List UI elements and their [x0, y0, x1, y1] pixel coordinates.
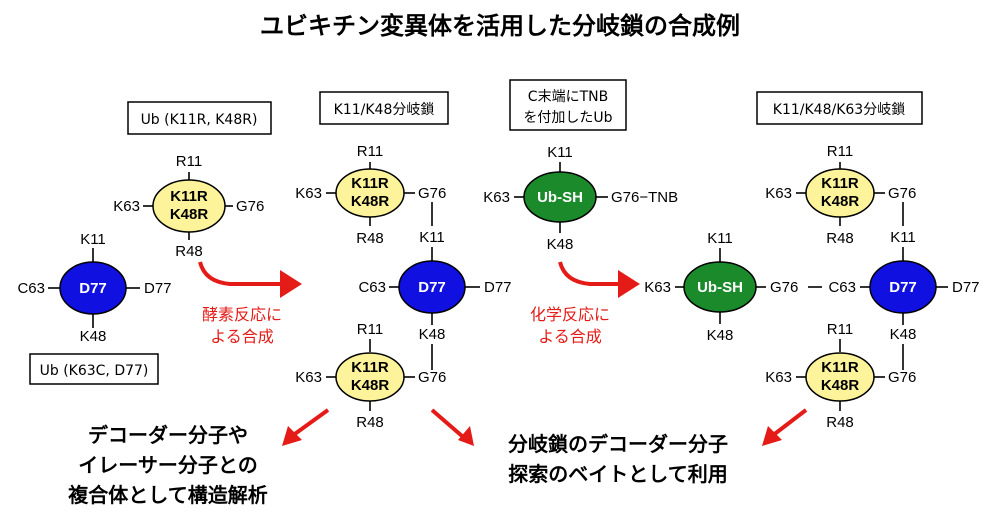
- svg-text:K48R: K48R: [351, 193, 390, 210]
- svg-text:K48: K48: [890, 326, 917, 343]
- svg-text:Ub (K63C, D77): Ub (K63C, D77): [40, 363, 149, 379]
- outcome-arrow-left: [290, 408, 330, 438]
- outcome-left-line-2: イレーサー分子との: [78, 453, 257, 477]
- ub-sh-node-right: K11 Ub-SH K63 G76 K48: [644, 230, 798, 344]
- outcome-arrow-right-head: [762, 426, 782, 446]
- ub-k11r-k48r-node-right-bottom: R11 K11R K48R K63 G76 R48: [765, 321, 916, 431]
- svg-text:K11R: K11R: [821, 359, 859, 376]
- svg-text:R11: R11: [357, 321, 383, 338]
- svg-text:K63: K63: [295, 185, 322, 202]
- svg-text:K11R: K11R: [351, 175, 389, 192]
- enzymatic-reaction-label-1: 酵素反応に: [202, 305, 282, 324]
- svg-text:K48: K48: [80, 328, 107, 345]
- svg-text:R11: R11: [176, 153, 202, 170]
- svg-text:R11: R11: [357, 143, 383, 160]
- svg-text:C63: C63: [828, 279, 856, 296]
- svg-text:K63: K63: [765, 369, 792, 386]
- svg-text:K48R: K48R: [351, 377, 390, 394]
- diagram-title: ユビキチン変異体を活用した分岐鎖の合成例: [260, 12, 740, 40]
- svg-text:C63: C63: [358, 279, 386, 296]
- svg-text:G76: G76: [888, 185, 916, 202]
- chemical-reaction-arrow: [558, 261, 640, 298]
- ub-k11r-k48r-node-middle-bottom: R11 K11R K48R K63 G76 R48: [295, 321, 446, 431]
- svg-text:K48: K48: [547, 236, 574, 253]
- svg-text:K11R: K11R: [821, 175, 859, 192]
- svg-text:K48: K48: [707, 327, 734, 344]
- outcome-right-line-2: 探索のベイトとして利用: [508, 462, 727, 486]
- svg-text:K48R: K48R: [170, 206, 209, 223]
- svg-text:Ub-SH: Ub-SH: [537, 189, 583, 206]
- ub-k11r-k48r-node-middle-top: K11R K48R R11 K63 G76 R48: [295, 143, 446, 247]
- outcome-left-line-3: 複合体として構造解析: [68, 483, 267, 507]
- svg-text:K11: K11: [547, 144, 573, 161]
- svg-text:R48: R48: [826, 230, 854, 247]
- svg-text:D77: D77: [418, 279, 446, 296]
- svg-text:K63: K63: [644, 279, 671, 296]
- svg-text:C末端にTNB: C末端にTNB: [528, 89, 608, 105]
- svg-text:K11R: K11R: [351, 359, 389, 376]
- svg-text:K63: K63: [765, 185, 792, 202]
- svg-text:G76: G76: [236, 198, 264, 215]
- svg-text:K11: K11: [890, 229, 916, 246]
- svg-text:D77: D77: [952, 279, 980, 296]
- svg-text:G76−TNB: G76−TNB: [611, 189, 678, 206]
- svg-text:D77: D77: [889, 279, 917, 296]
- outcome-arrow-middle-head: [458, 426, 474, 446]
- ub-sh-tnb-node: K11 Ub-SH K63 G76−TNB K48: [483, 144, 678, 253]
- svg-text:K48R: K48R: [821, 377, 860, 394]
- ub-d77-node-right: K11 D77 C63 D77 K48: [828, 229, 979, 343]
- svg-text:R48: R48: [175, 243, 203, 260]
- svg-text:K63: K63: [113, 198, 140, 215]
- ub-k11r-k48r-node-right-top: R11 K11R K48R K63 G76 R48: [765, 143, 916, 247]
- svg-text:K11: K11: [80, 231, 106, 248]
- outcome-arrow-left-head: [282, 426, 302, 446]
- svg-text:R48: R48: [826, 414, 854, 431]
- ub-d77-node-middle: K11 D77 C63 D77 K48: [358, 229, 511, 343]
- outcome-arrow-right: [770, 408, 808, 438]
- svg-text:K48: K48: [419, 326, 446, 343]
- box-ub-k63c-d77: Ub (K63C, D77): [29, 353, 159, 385]
- svg-text:K11R: K11R: [170, 188, 208, 205]
- svg-text:Ub-SH: Ub-SH: [697, 279, 743, 296]
- svg-text:D77: D77: [79, 280, 107, 297]
- svg-text:K11/K48/K63分岐鎖: K11/K48/K63分岐鎖: [773, 102, 905, 118]
- enzymatic-reaction-arrow: [198, 261, 302, 298]
- svg-text:R11: R11: [827, 143, 853, 160]
- svg-text:R11: R11: [827, 321, 853, 338]
- svg-text:K11: K11: [419, 229, 445, 246]
- svg-text:G76: G76: [418, 185, 446, 202]
- svg-text:C63: C63: [17, 280, 45, 297]
- svg-text:K11/K48分岐鎖: K11/K48分岐鎖: [334, 102, 435, 118]
- svg-text:G76: G76: [418, 369, 446, 386]
- svg-text:G76: G76: [888, 369, 916, 386]
- enzymatic-reaction-label-2: よる合成: [210, 327, 274, 346]
- box-k11-k48-k63-branch: K11/K48/K63分岐鎖: [756, 91, 923, 125]
- svg-text:K63: K63: [483, 189, 510, 206]
- ub-k11r-k48r-node-left: K11R K48R R11 K63 G76 R48: [113, 153, 264, 260]
- svg-text:Ub (K11R, K48R): Ub (K11R, K48R): [141, 112, 258, 128]
- svg-text:R48: R48: [356, 414, 384, 431]
- svg-text:を付加したUb: を付加したUb: [523, 110, 612, 126]
- svg-text:G76: G76: [770, 279, 798, 296]
- outcome-arrow-middle: [430, 408, 464, 438]
- svg-text:K63: K63: [295, 369, 322, 386]
- svg-text:K11: K11: [707, 230, 733, 247]
- outcome-right-line-1: 分岐鎖のデコーダー分子: [508, 432, 728, 456]
- chemical-reaction-label-2: よる合成: [538, 327, 602, 346]
- chemical-reaction-label-1: 化学反応に: [530, 305, 610, 324]
- ub-d77-node-left: D77 K11 C63 D77 K48: [17, 231, 171, 345]
- box-c-term-tnb: C末端にTNB を付加したUb: [509, 79, 627, 131]
- box-k11-k48-branch: K11/K48分岐鎖: [319, 91, 449, 125]
- svg-text:R48: R48: [356, 230, 384, 247]
- svg-text:D77: D77: [484, 279, 512, 296]
- box-ub-k11r-k48r: Ub (K11R, K48R): [127, 101, 272, 135]
- svg-text:D77: D77: [144, 280, 172, 297]
- svg-text:K48R: K48R: [821, 193, 860, 210]
- outcome-left-line-1: デコーダー分子や: [88, 423, 248, 447]
